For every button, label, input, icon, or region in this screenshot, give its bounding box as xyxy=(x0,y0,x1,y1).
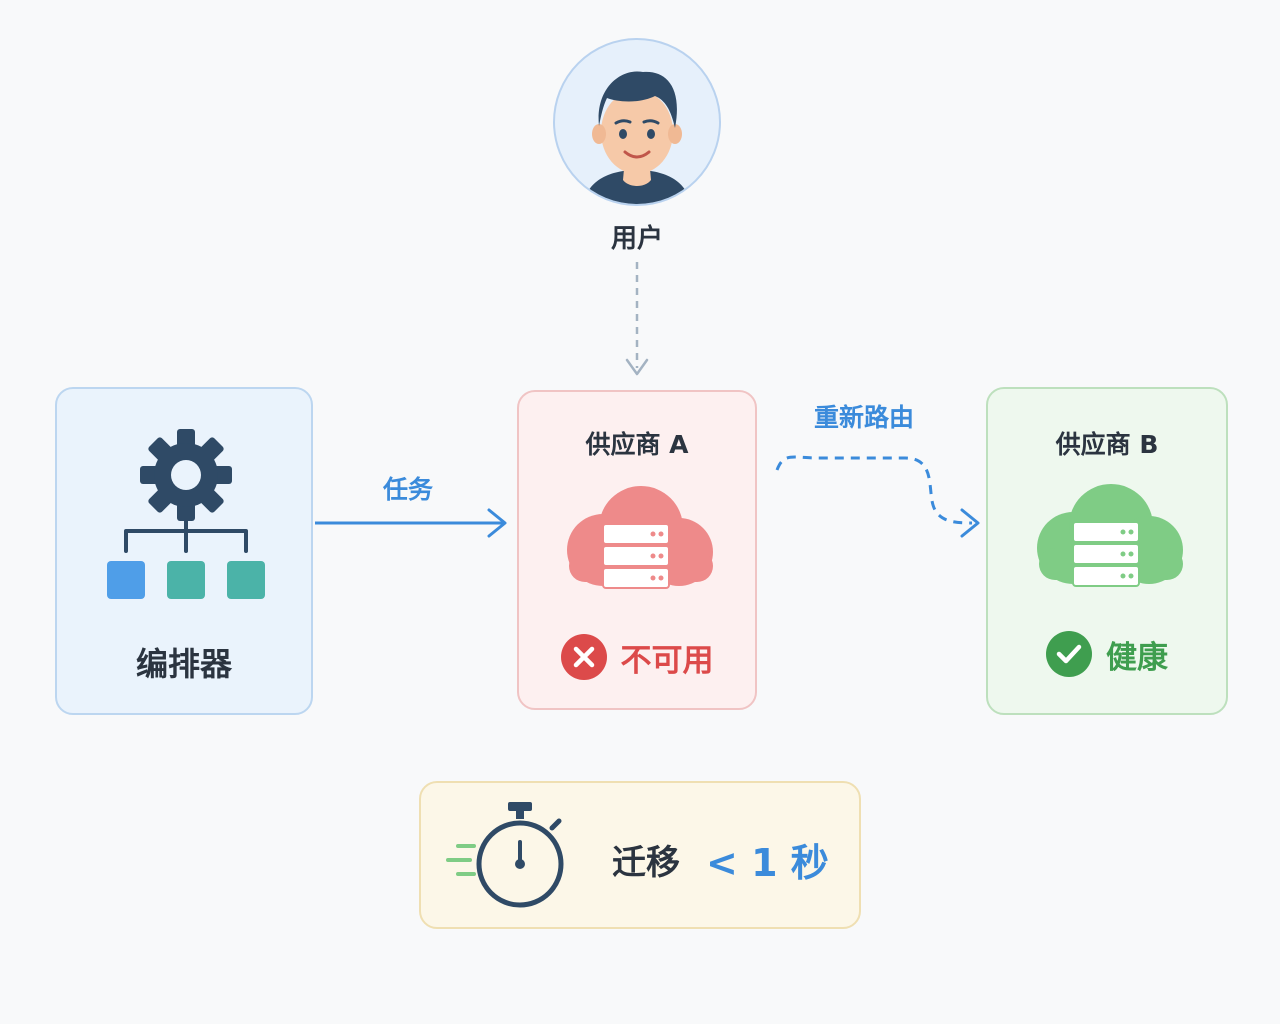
user-avatar-icon xyxy=(583,71,691,204)
user-avatar xyxy=(553,38,721,206)
check-circle-icon xyxy=(1046,631,1092,677)
gear-hierarchy-icon xyxy=(107,429,265,599)
provider-a-status: 不可用 xyxy=(519,634,755,680)
orchestrator-card: 编排器 xyxy=(55,387,313,715)
provider-b-status-text: 健康 xyxy=(1106,639,1168,676)
reroute-edge-label: 重新路由 xyxy=(814,403,915,432)
orchestrator-label: 编排器 xyxy=(135,645,232,683)
provider-b-card: 供应商 B 健康 xyxy=(986,387,1228,715)
provider-a-status-text: 不可用 xyxy=(620,642,714,679)
reroute-arrow xyxy=(775,455,980,538)
provider-b-title: 供应商 B xyxy=(1055,430,1159,459)
provider-a-card: 供应商 A 不可用 xyxy=(517,390,757,710)
hierarchy-node-1 xyxy=(107,561,145,599)
cloud-server-icon xyxy=(567,486,713,589)
hierarchy-node-2 xyxy=(167,561,205,599)
task-arrow xyxy=(315,508,507,538)
provider-a-title: 供应商 A xyxy=(585,430,689,459)
error-x-icon xyxy=(560,634,607,680)
provider-b-status: 健康 xyxy=(988,631,1226,677)
migration-label: 迁移 xyxy=(612,843,680,883)
migration-timer-card xyxy=(419,781,861,929)
hierarchy-node-3 xyxy=(227,561,265,599)
user-to-provider-a-arrow xyxy=(625,262,649,376)
user-label: 用户 xyxy=(610,224,663,254)
migration-value: < 1 秒 xyxy=(706,841,829,885)
cloud-server-icon xyxy=(1037,484,1183,587)
stopwatch-icon xyxy=(446,802,564,908)
task-edge-label: 任务 xyxy=(383,475,434,504)
